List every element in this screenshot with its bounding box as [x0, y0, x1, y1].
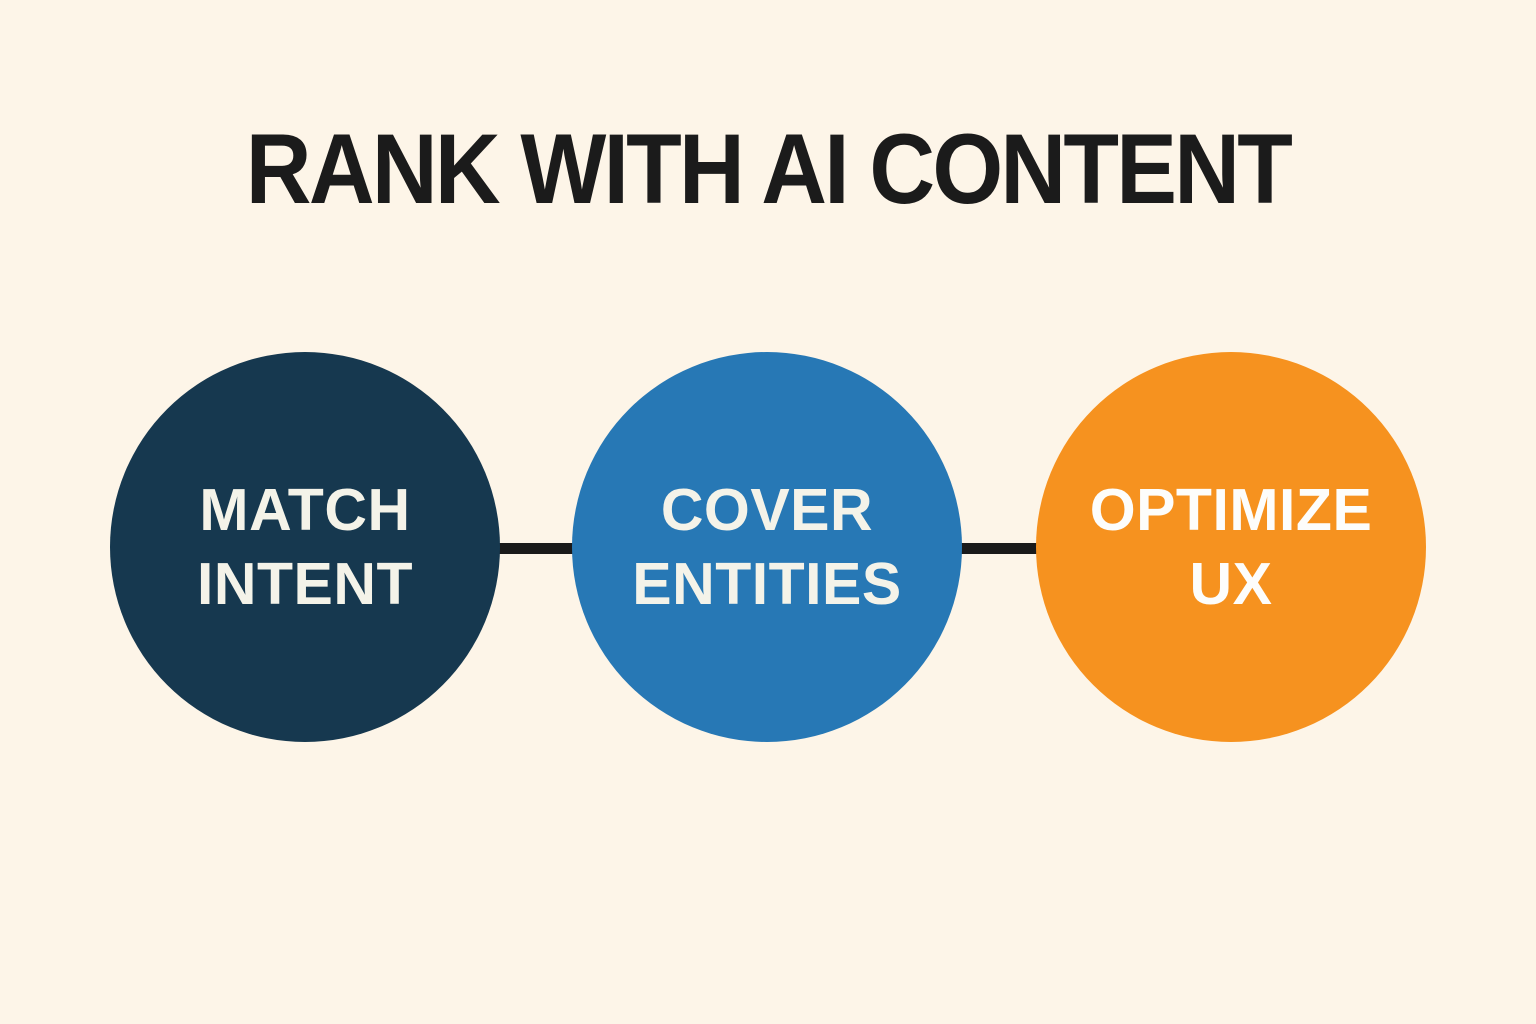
connector-line-2	[945, 543, 1055, 554]
step-label-line1: MATCH	[199, 476, 411, 543]
step-label-line2: UX	[1189, 551, 1273, 617]
step-label-line2: ENTITIES	[632, 551, 902, 617]
step-circle-match-intent: MATCH INTENT	[110, 352, 500, 742]
step-label-line2: INTENT	[196, 551, 414, 617]
step-label-line1: OPTIMIZE	[1089, 476, 1373, 543]
step-circle-cover-entities: COVER ENTITIES	[572, 352, 962, 742]
connector-line-1	[480, 543, 590, 554]
step-label-line1: COVER	[660, 476, 874, 543]
step-label: COVER ENTITIES	[632, 473, 902, 622]
step-label: MATCH INTENT	[197, 473, 413, 622]
step-circle-optimize-ux: OPTIMIZE UX	[1036, 352, 1426, 742]
step-label: OPTIMIZE UX	[1090, 473, 1373, 622]
page-title: RANK WITH AI CONTENT	[245, 113, 1293, 224]
